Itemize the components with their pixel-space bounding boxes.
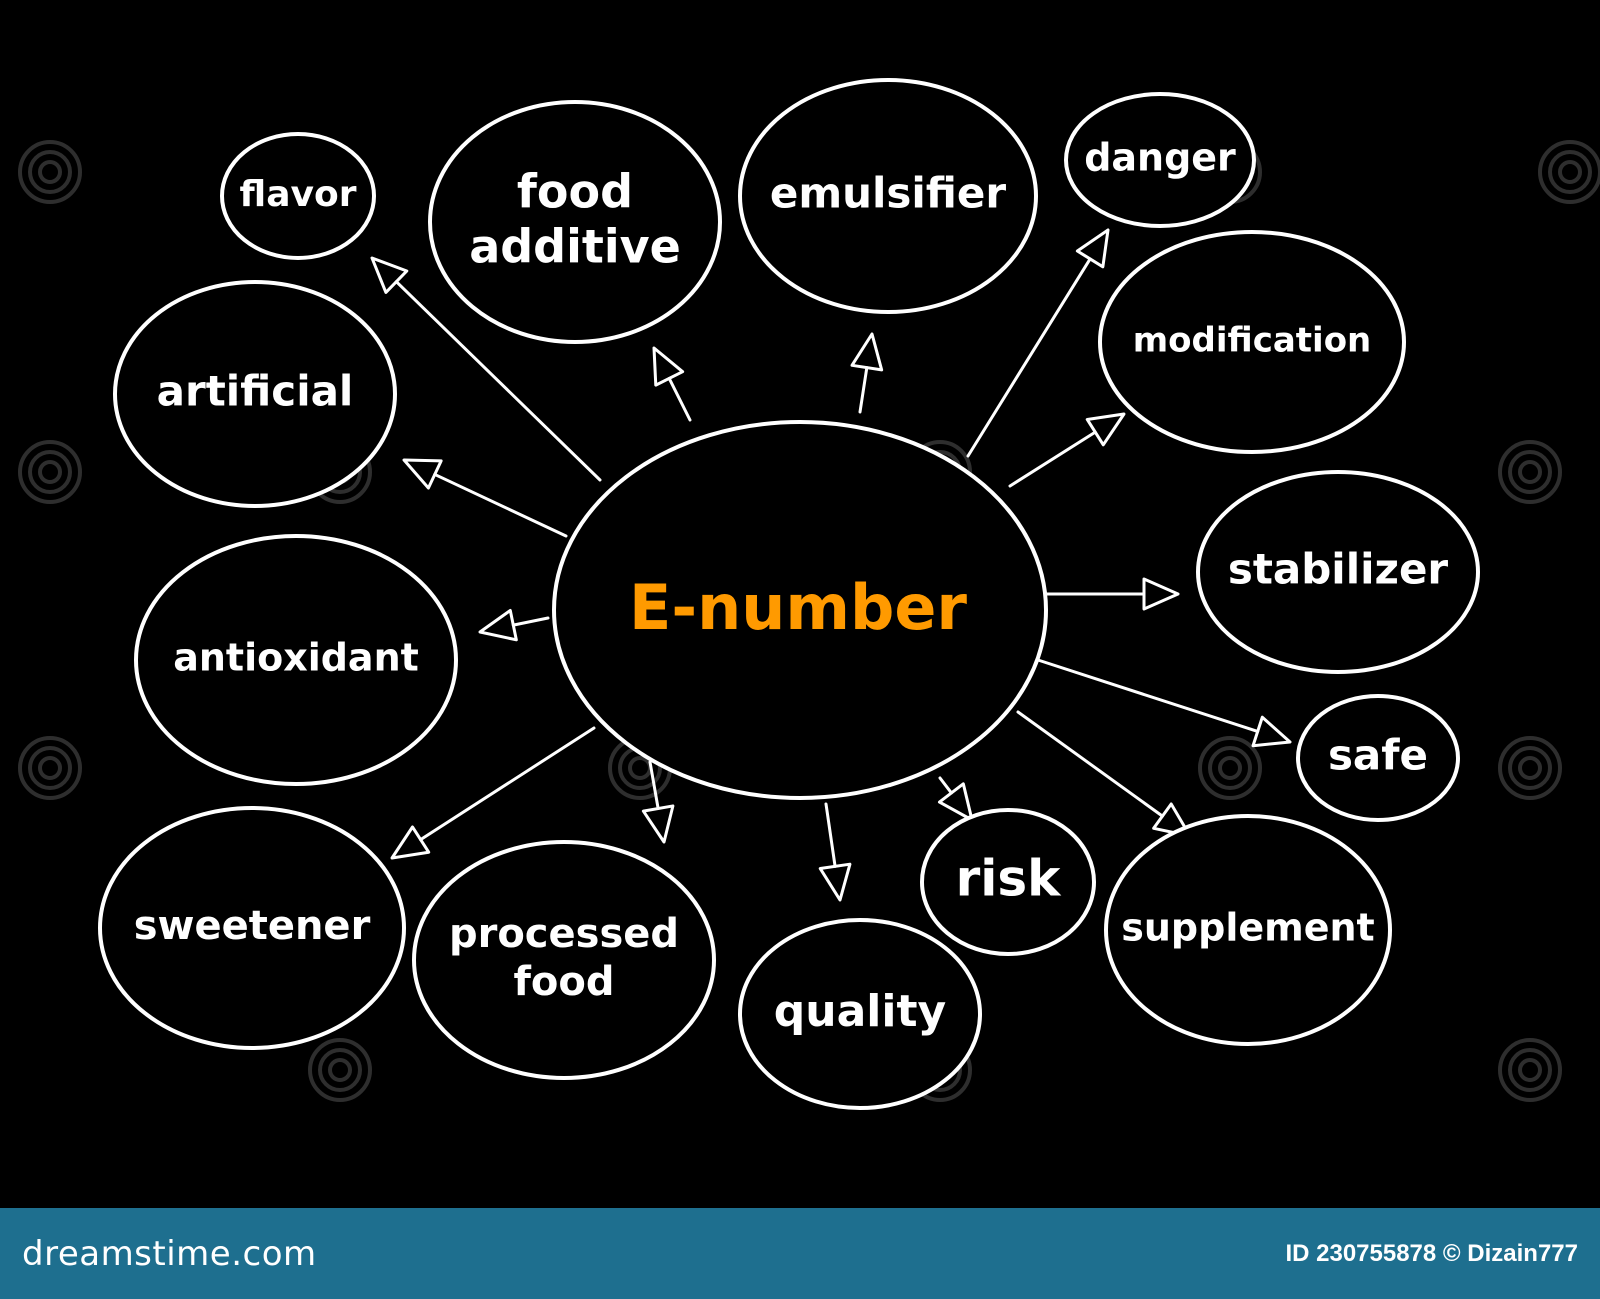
arrowhead-icon — [850, 332, 884, 372]
watermark-spiral-icon — [1498, 736, 1562, 800]
node-danger: danger — [1064, 92, 1256, 228]
watermark-spiral-icon — [1198, 736, 1262, 800]
node-bubble — [1196, 470, 1480, 674]
arrow-to-risk — [937, 776, 974, 822]
arrow-to-stabilizer — [1044, 577, 1180, 611]
node-bubble — [412, 840, 716, 1080]
arrow-to-flavor — [370, 256, 602, 482]
arrow-to-sweetener — [390, 726, 596, 860]
arrowhead-icon — [478, 608, 518, 642]
arrow-to-antioxidant — [478, 608, 550, 642]
node-label: antioxidant — [173, 636, 419, 680]
footer-credit: ID 230755878 © Dizain777 — [1285, 1239, 1578, 1267]
arrow-to-quality — [818, 802, 852, 902]
arrowhead-icon — [1085, 412, 1126, 447]
node-label: sweetener — [134, 903, 371, 949]
arrow-to-safe — [1036, 658, 1292, 748]
node-bubble — [738, 78, 1038, 314]
node-emulsifier: emulsifier — [738, 78, 1038, 314]
arrowhead-icon — [641, 804, 675, 844]
center-bubble — [552, 420, 1048, 800]
node-sweetener: sweetener — [98, 806, 406, 1050]
arrowhead-icon — [1142, 577, 1180, 611]
node-safe: safe — [1296, 694, 1460, 822]
arrow-to-food-additive — [652, 346, 692, 422]
node-label: artificial — [157, 367, 354, 416]
node-label: quality — [774, 986, 946, 1037]
watermark-spiral-icon — [1498, 1038, 1562, 1102]
watermark-spiral-icon — [18, 440, 82, 504]
node-bubble — [98, 806, 406, 1050]
node-label: flavor — [240, 174, 357, 215]
node-bubble — [1296, 694, 1460, 822]
arrowhead-icon — [652, 346, 685, 387]
arrowhead-icon — [937, 782, 974, 822]
node-label: modification — [1133, 321, 1372, 361]
arrowhead-icon — [818, 862, 852, 902]
footer-bar: dreamstime.com ID 230755878 © Dizain777 — [0, 1208, 1600, 1299]
arrowhead-icon — [1251, 715, 1292, 748]
node-bubble — [738, 918, 982, 1110]
node-bubble — [134, 534, 458, 786]
arrow-to-emulsifier — [850, 332, 884, 414]
node-flavor: flavor — [220, 132, 376, 260]
watermark-spiral-icon — [18, 140, 82, 204]
footer-brand: dreamstime.com — [22, 1233, 317, 1274]
node-bubble — [1064, 92, 1256, 228]
node-risk: risk — [920, 808, 1096, 956]
center-label: E-number — [629, 571, 967, 644]
arrow-to-modification — [1008, 412, 1126, 488]
node-label: danger — [1084, 136, 1236, 180]
watermark-spiral-icon — [1538, 140, 1600, 204]
node-bubble — [428, 100, 722, 344]
node-supplement: supplement — [1104, 814, 1392, 1046]
arrowhead-icon — [1075, 228, 1110, 269]
arrow-to-danger — [966, 228, 1110, 458]
watermark-spiral-icon — [18, 736, 82, 800]
node-label: supplement — [1121, 906, 1374, 950]
node-bubble — [113, 280, 397, 508]
node-modification: modification — [1098, 230, 1406, 454]
node-bubble — [920, 808, 1096, 956]
node-artificial: artificial — [113, 280, 397, 508]
arrowhead-icon — [390, 825, 431, 860]
node-bubble — [1098, 230, 1406, 454]
node-bubble — [220, 132, 376, 260]
arrowhead-icon — [370, 256, 409, 294]
watermark-spiral-icon — [308, 1038, 372, 1102]
node-antioxidant: antioxidant — [134, 534, 458, 786]
arrow-to-processed-food — [641, 760, 675, 844]
node-label: safe — [1328, 731, 1428, 780]
node-bubble — [1104, 814, 1392, 1046]
arrow-to-artificial — [402, 458, 568, 538]
node-label: stabilizer — [1228, 545, 1449, 594]
node-label: emulsifier — [770, 169, 1007, 218]
center-node: E-number — [552, 420, 1048, 800]
node-stabilizer: stabilizer — [1196, 470, 1480, 674]
node-quality: quality — [738, 918, 982, 1110]
watermark-spiral-icon — [1498, 440, 1562, 504]
connector-layer — [370, 228, 1292, 902]
node-label: risk — [956, 850, 1063, 908]
arrowhead-icon — [402, 458, 443, 490]
